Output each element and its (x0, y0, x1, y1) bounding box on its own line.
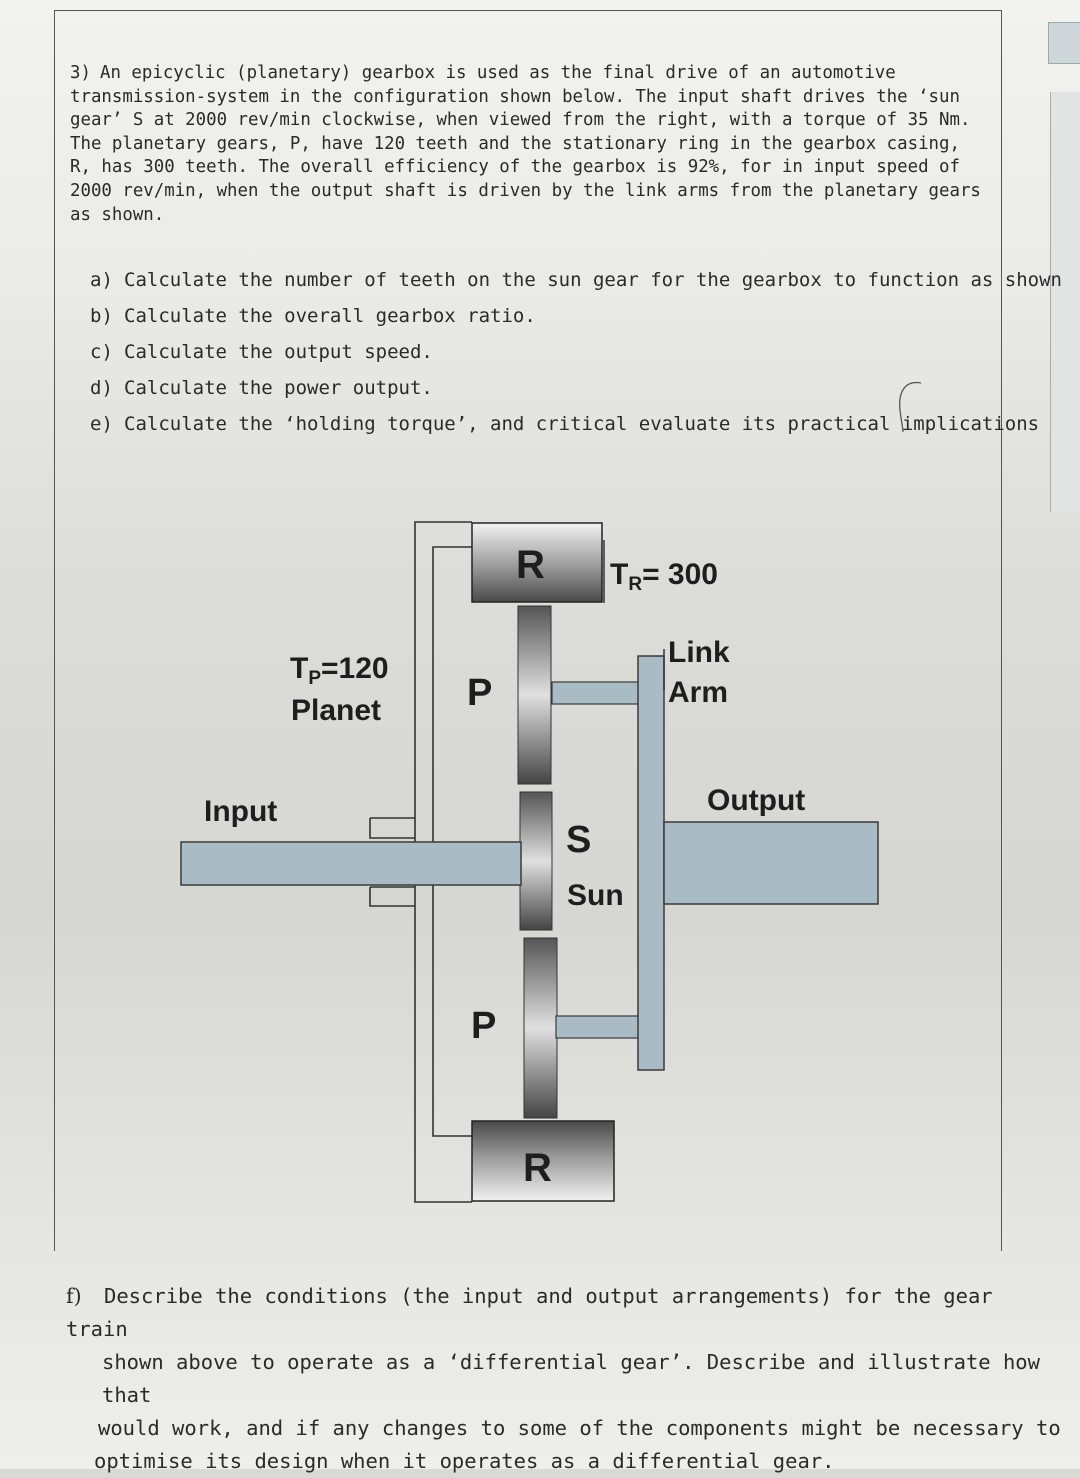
part-text: Calculate the output speed. (124, 341, 433, 363)
question-parts: a) Calculate the number of teeth on the s… (90, 262, 1062, 442)
part-f-text: Describe the conditions (the input and o… (66, 1284, 993, 1341)
part-f: f)Describe the conditions (the input and… (66, 1280, 1066, 1478)
sun-gear-label: S (566, 819, 591, 861)
part-f-line: f)Describe the conditions (the input and… (66, 1280, 1066, 1346)
link-arm-stud-bottom (555, 1015, 643, 1039)
planet-word-label: Planet (291, 694, 381, 727)
part-e: e) Calculate the ‘holding torque’, and cr… (90, 406, 1039, 442)
part-label: d) (90, 377, 113, 399)
question-number: 3) (70, 63, 91, 83)
sun-word-label: Sun (567, 879, 624, 912)
part-label: c) (90, 341, 113, 363)
part-f-text: optimise its design when it operates as … (94, 1449, 835, 1473)
link-arm-label-line1: Link (668, 636, 730, 669)
part-a: a) Calculate the number of teeth on the s… (90, 262, 1062, 298)
part-c: c) Calculate the output speed. (90, 334, 1030, 370)
planet-label-top: P (467, 672, 492, 714)
part-f-label: f) (66, 1284, 82, 1308)
part-f-line: would work, and if any changes to some o… (66, 1412, 1066, 1445)
question-text: 3)An epicyclic (planetary) gearbox is us… (70, 62, 990, 227)
ring-teeth-label: TR= 300 (610, 558, 718, 595)
part-text: Calculate the ‘holding torque’, and crit… (124, 413, 1040, 435)
planet-gear-bottom (523, 937, 558, 1119)
part-label: a) (90, 269, 113, 291)
part-text: Calculate the power output. (124, 377, 433, 399)
part-f-line: optimise its design when it operates as … (66, 1445, 1066, 1478)
output-shaft (663, 821, 879, 905)
part-f-text: shown above to operate as a ‘differentia… (102, 1350, 1040, 1407)
output-label: Output (707, 784, 805, 817)
part-text: Calculate the overall gearbox ratio. (124, 305, 536, 327)
part-text: Calculate the number of teeth on the sun… (124, 269, 1062, 291)
part-d: d) Calculate the power output. (90, 370, 1030, 406)
link-arm-label-line2: Arm (668, 676, 728, 709)
input-shaft (180, 841, 522, 886)
part-label: e) (90, 413, 113, 435)
adjacent-page-edge-lower (1050, 92, 1080, 512)
part-f-text: would work, and if any changes to some o… (98, 1416, 1061, 1440)
ring-label-top: R (516, 543, 545, 587)
pen-mark (899, 381, 922, 433)
planet-gear-top (517, 605, 552, 785)
input-label: Input (204, 795, 277, 828)
sun-gear (519, 791, 553, 931)
planet-label-bottom: P (471, 1005, 496, 1047)
adjacent-page-edge (1048, 22, 1080, 64)
page-border (54, 10, 1002, 1251)
ring-gear-top (471, 522, 603, 603)
part-label: b) (90, 305, 113, 327)
ring-label-bottom: R (523, 1146, 552, 1190)
question-body: An epicyclic (planetary) gearbox is used… (70, 63, 981, 225)
part-b: b) Calculate the overall gearbox ratio. (90, 298, 1030, 334)
planet-teeth-label: TP=120 (290, 652, 389, 689)
ring-gear-bottom (471, 1120, 615, 1202)
link-arm-stud-top (551, 681, 641, 705)
input-bearing-housing (369, 817, 415, 907)
link-arm-carrier (637, 655, 665, 1071)
part-f-line: shown above to operate as a ‘differentia… (66, 1346, 1066, 1412)
